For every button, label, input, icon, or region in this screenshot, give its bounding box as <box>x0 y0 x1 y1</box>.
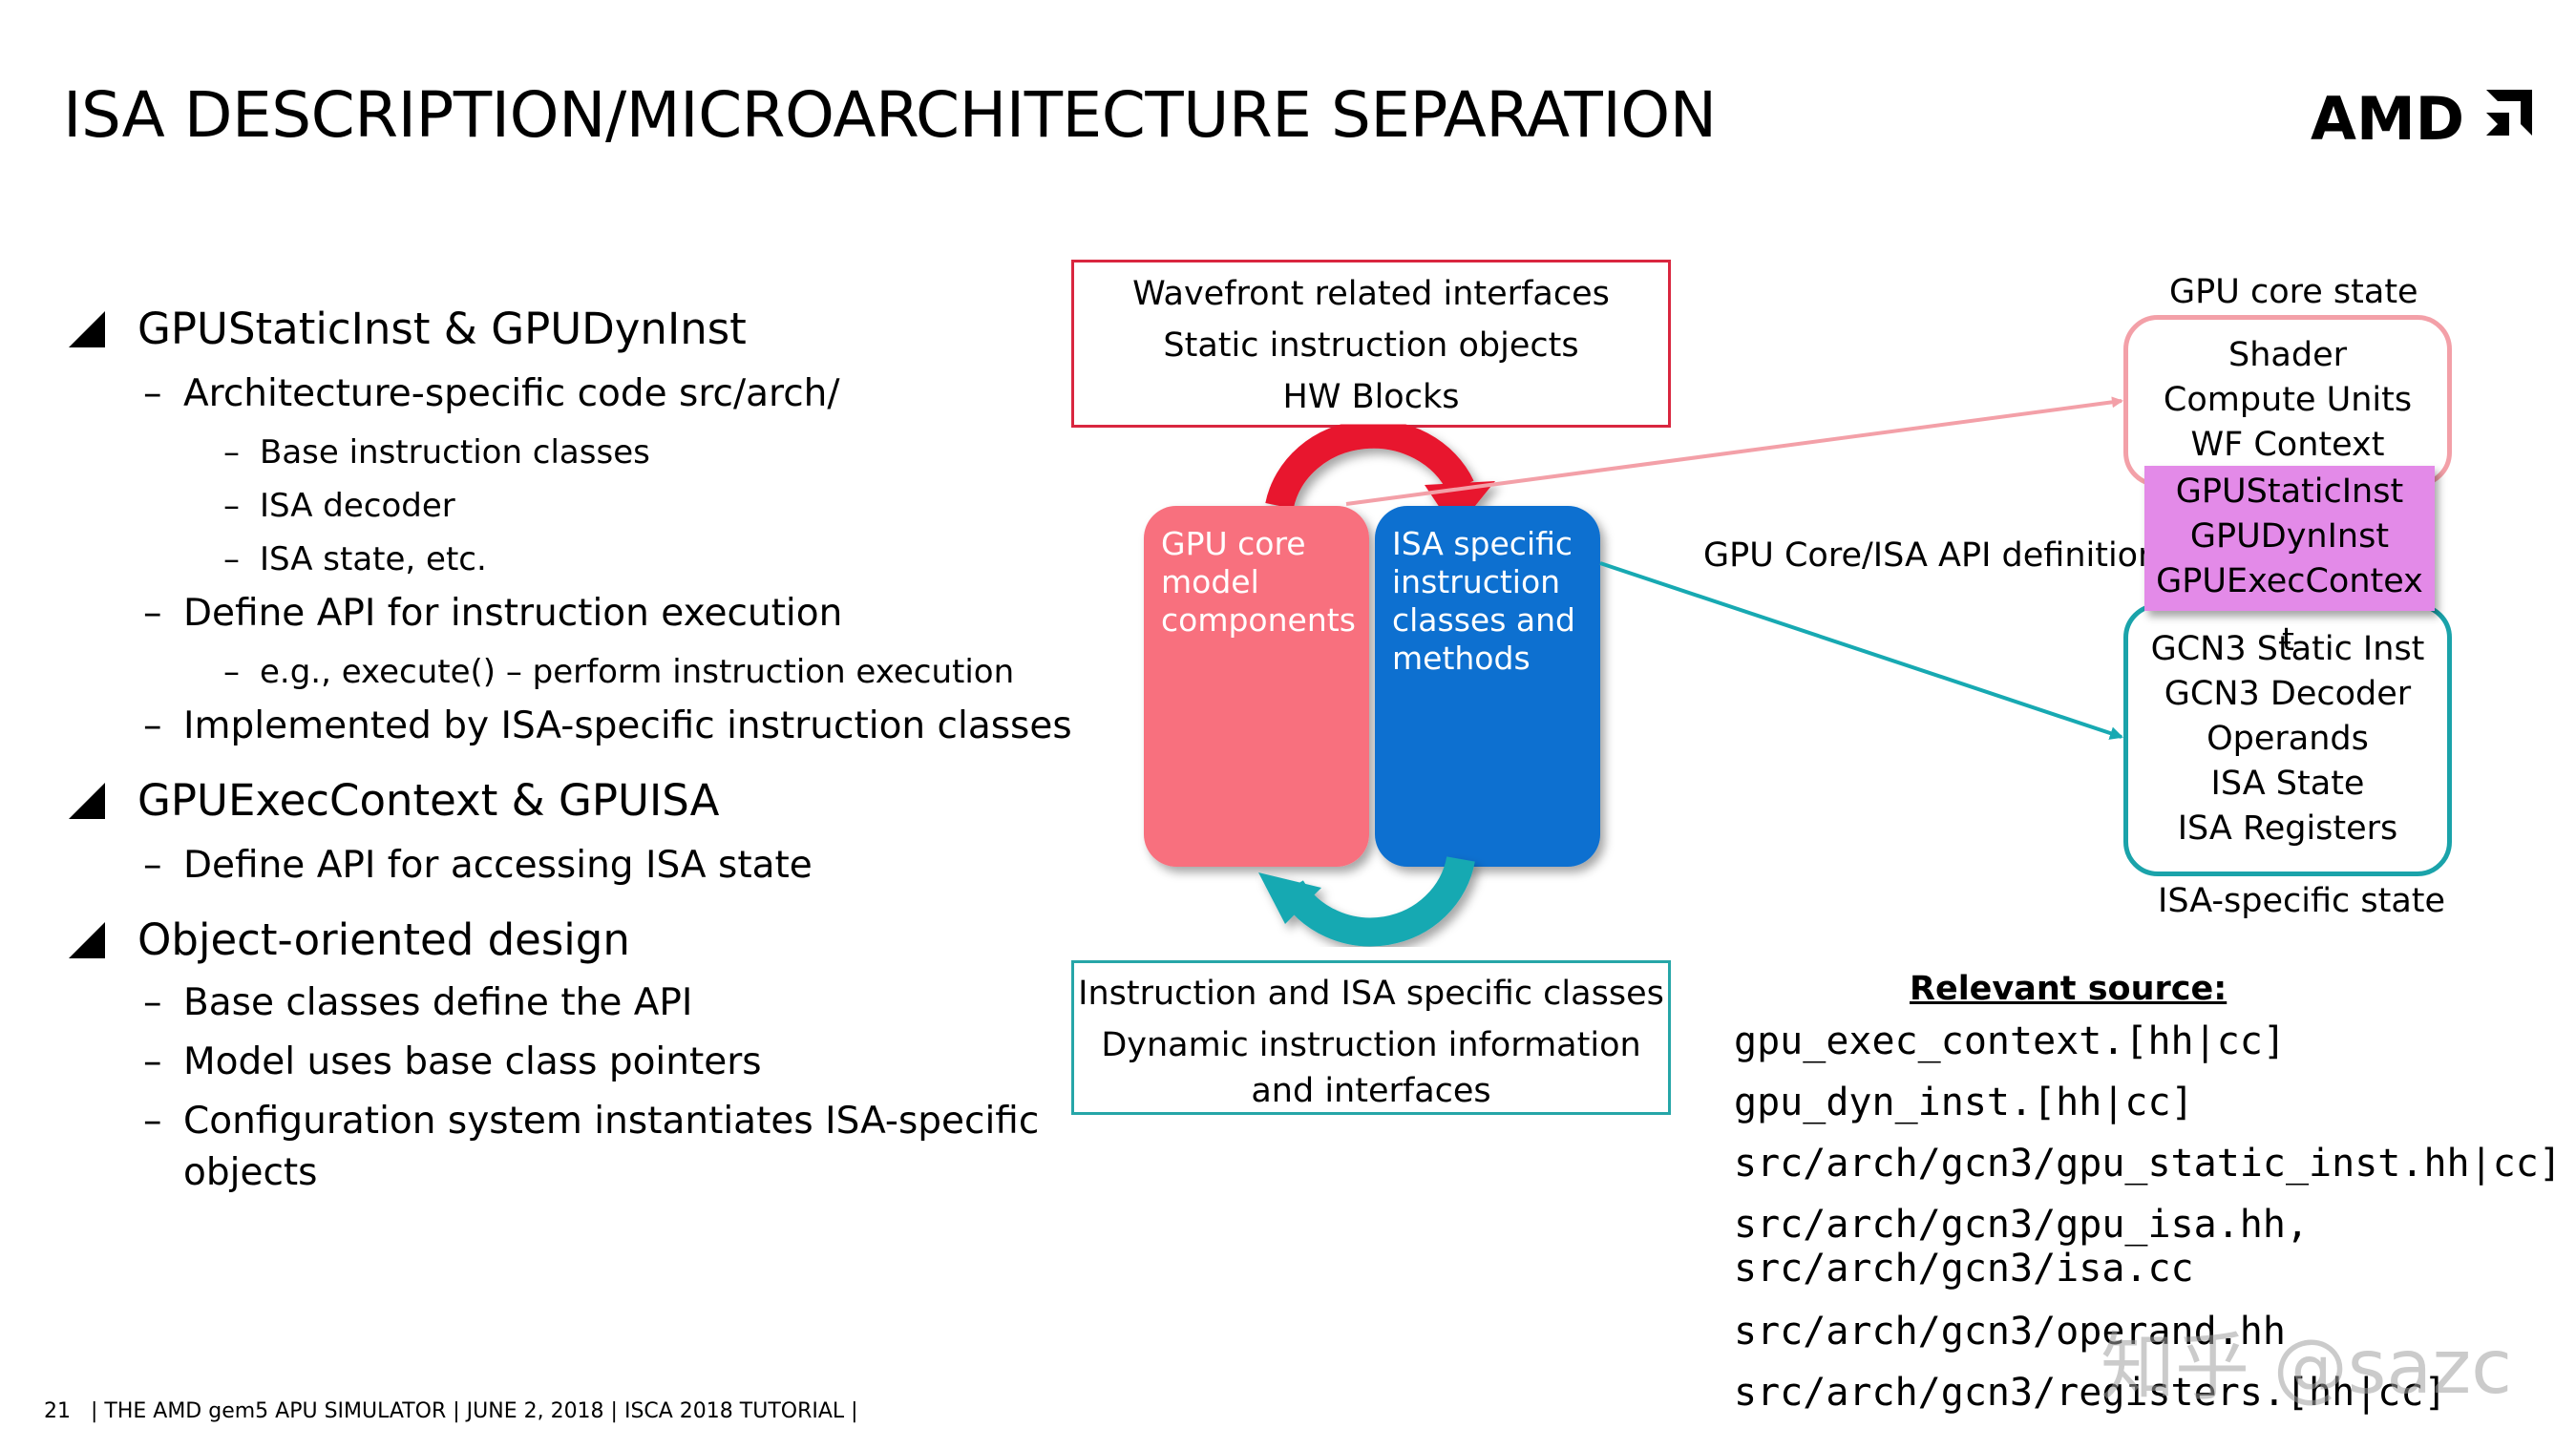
source-file: src/arch/gcn3/gpu_isa.hh, <box>1734 1203 2310 1247</box>
isa-panel-text: ISA specific instruction classes and met… <box>1375 506 1600 697</box>
bullet-3: Object-oriented design <box>137 914 630 965</box>
bullet-1-2: Define API for instruction execution <box>183 592 843 635</box>
dash: – <box>143 372 162 415</box>
teal-arrow <box>1599 561 2123 740</box>
bullet-1-3: Implemented by ISA-specific instruction … <box>183 704 1072 747</box>
isa-panel-line: methods <box>1392 640 1531 677</box>
source-heading: Relevant source: <box>1910 970 2228 1008</box>
bullet-2-1: Define API for accessing ISA state <box>183 844 813 887</box>
bullet-1-1-1: Base instruction classes <box>260 433 650 472</box>
bottom-box-line: and interfaces <box>1251 1072 1491 1110</box>
teal-cycle-arrow <box>1258 855 1475 947</box>
bullet-1-1-2: ISA decoder <box>260 487 455 525</box>
source-file: src/arch/gcn3/isa.cc <box>1734 1247 2194 1291</box>
top-box-line: Static instruction objects <box>1163 326 1579 365</box>
core-model-text: GPU core model components <box>1144 506 1369 659</box>
bottom-box: Instruction and ISA specific classes Dyn… <box>1071 960 1671 1115</box>
bullet-1-1-3: ISA state, etc. <box>260 540 487 578</box>
dash: – <box>223 487 240 525</box>
core-model-line: model <box>1161 563 1259 600</box>
core-model-line: components <box>1161 601 1356 639</box>
bullet-1: GPUStaticInst & GPUDynInst <box>137 304 747 354</box>
bullet-3-2: Model uses base class pointers <box>183 1040 762 1083</box>
api-item: GPUStaticInst <box>2175 472 2404 511</box>
core-state-item: Compute Units <box>2163 381 2413 419</box>
bullet-2: GPUExecContext & GPUISA <box>137 775 720 826</box>
dash: – <box>143 592 162 635</box>
dash: – <box>223 540 240 578</box>
core-state-box: Shader Compute Units WF Context <box>2123 315 2452 487</box>
dash: – <box>143 981 162 1024</box>
core-model-line: GPU core <box>1161 525 1306 562</box>
core-state-label: GPU core state <box>2169 273 2418 311</box>
footer-text: | THE AMD gem5 APU SIMULATOR | JUNE 2, 2… <box>90 1399 858 1423</box>
dash: – <box>223 653 240 691</box>
pink-arrow <box>1345 396 2123 506</box>
source-file: gpu_exec_context.[hh|cc] <box>1734 1019 2286 1063</box>
footer: 21 | THE AMD gem5 APU SIMULATOR | JUNE 2… <box>44 1399 858 1423</box>
api-box: GPUStaticInst GPUDynInst GPUExecContex <box>2144 466 2435 611</box>
slide-title: ISA DESCRIPTION/MICROARCHITECTURE SEPARA… <box>63 78 1717 152</box>
api-label: GPU Core/ISA API definition <box>1703 536 2160 575</box>
dash: – <box>143 704 162 747</box>
isa-state-item: GCN3 Static Inst <box>2150 630 2425 668</box>
isa-panel-line: ISA specific <box>1392 525 1573 562</box>
source-file: src/arch/gcn3/registers.[hh|cc] <box>1734 1371 2447 1415</box>
isa-panel-line: classes and <box>1392 601 1575 639</box>
source-file: src/arch/gcn3/gpu_static_inst.hh|cc] <box>1734 1142 2562 1186</box>
core-state-item: Shader <box>2228 336 2347 374</box>
dash: – <box>143 1040 162 1083</box>
api-item: GPUDynInst <box>2189 517 2390 556</box>
dash: – <box>223 433 240 472</box>
core-state-item: WF Context <box>2190 426 2385 464</box>
bullet-triangle-icon <box>69 311 105 347</box>
isa-panel <box>1375 506 1600 867</box>
bullet-3-3: Configuration system instantiates ISA-sp… <box>183 1100 1040 1143</box>
isa-state-item: ISA State <box>2210 765 2365 803</box>
dash: – <box>143 844 162 887</box>
api-item: GPUExecContex <box>2156 562 2423 600</box>
bottom-box-line: Dynamic instruction information <box>1101 1026 1641 1064</box>
isa-state-item: Operands <box>2206 720 2369 758</box>
bullet-1-2-1: e.g., execute() – perform instruction ex… <box>260 653 1015 691</box>
bullet-triangle-icon <box>69 783 105 819</box>
amd-logo: AMD <box>2311 84 2536 154</box>
isa-state-item: ISA Registers <box>2177 809 2398 848</box>
top-box-line: HW Blocks <box>1282 378 1460 416</box>
page-number: 21 <box>44 1399 71 1423</box>
logo-text: AMD <box>2311 84 2464 151</box>
source-file: src/arch/gcn3/operand.hh <box>1734 1310 2286 1354</box>
bullet-1-1: Architecture-specific code src/arch/ <box>183 372 840 415</box>
isa-panel-line: instruction <box>1392 563 1561 600</box>
bullet-3-1: Base classes define the API <box>183 981 693 1024</box>
watermark: 知乎 @sazc <box>2101 1325 2513 1411</box>
source-file: gpu_dyn_inst.[hh|cc] <box>1734 1081 2194 1124</box>
isa-state-label: ISA-specific state <box>2158 882 2446 920</box>
bullet-triangle-icon <box>69 922 105 958</box>
isa-state-item: GCN3 Decoder <box>2164 675 2412 713</box>
api-item-overflow: t <box>2282 620 2294 658</box>
bullet-3-3-cont: objects <box>183 1151 318 1194</box>
core-model-panel <box>1144 506 1369 867</box>
bottom-box-line: Instruction and ISA specific classes <box>1078 975 1664 1013</box>
dash: – <box>143 1100 162 1143</box>
top-box-line: Wavefront related interfaces <box>1132 275 1610 313</box>
